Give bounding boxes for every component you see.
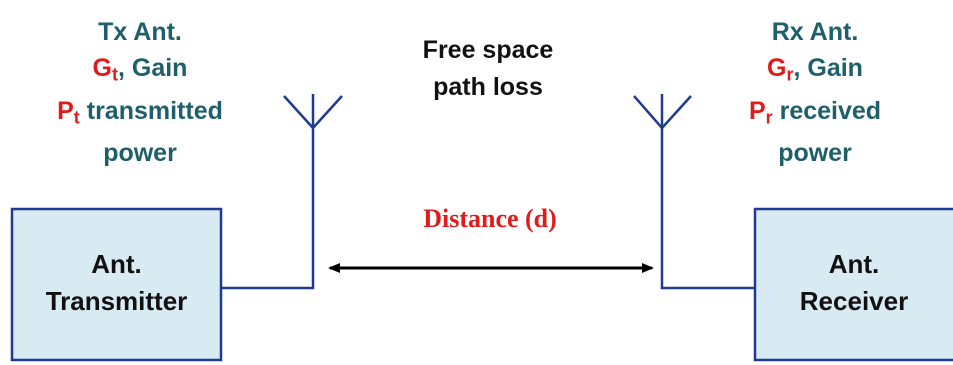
- rx-gain-text: , Gain: [793, 54, 863, 82]
- free-space-line-2: path loss: [433, 73, 543, 101]
- transmitter-box: [10, 207, 223, 362]
- tx-power-text: transmitted: [79, 96, 223, 125]
- tx-power-subscript: t: [73, 107, 80, 127]
- tx-power-line: Pt transmitted: [0, 93, 280, 136]
- rx-power-line: Pr received: [680, 93, 950, 136]
- receiver-box-line-1: Ant.: [828, 249, 880, 279]
- tx-gain-text: , Gain: [117, 54, 188, 82]
- rx-power-subscript: r: [765, 107, 773, 127]
- rx-power-symbol: P: [748, 96, 766, 125]
- rx-power-text-2: power: [778, 139, 852, 167]
- rx-antenna-label: Rx Ant. Gr, Gain Pr received power: [680, 14, 950, 171]
- rx-gain-line: Gr, Gain: [680, 50, 950, 93]
- tx-power-symbol: P: [57, 96, 74, 125]
- transmitter-box-label: Ant. Transmitter: [12, 246, 221, 320]
- distance-label: Distance (d): [423, 204, 557, 233]
- tx-power-text-2: power: [103, 139, 177, 167]
- rx-power-text: received: [772, 96, 882, 125]
- receiver-box-label: Ant. Receiver: [755, 246, 953, 320]
- rx-gain-subscript: r: [786, 64, 794, 85]
- transmitter-box-line-1: Ant.: [91, 249, 142, 279]
- receiver-box-line-2: Receiver: [799, 286, 909, 316]
- rx-antenna-icon: [633, 94, 692, 129]
- receiver-box: [753, 207, 953, 362]
- tx-gain-symbol: G: [92, 54, 112, 82]
- tx-antenna-title: Tx Ant.: [98, 18, 182, 46]
- tx-feed-line: [221, 128, 315, 290]
- rx-feed-line: [660, 128, 755, 290]
- transmitter-box-line-2: Transmitter: [45, 286, 188, 316]
- tx-gain-line: Gt, Gain: [0, 50, 280, 93]
- rx-antenna-title: Rx Ant.: [771, 18, 859, 46]
- tx-gain-subscript: t: [111, 64, 118, 85]
- free-space-label: Free space path loss: [400, 32, 576, 106]
- tx-antenna-label: Tx Ant. Gt, Gain Pt transmitted power: [0, 14, 280, 171]
- free-space-line-1: Free space: [422, 36, 554, 64]
- rx-gain-symbol: G: [767, 54, 787, 82]
- tx-antenna-icon: [283, 94, 343, 129]
